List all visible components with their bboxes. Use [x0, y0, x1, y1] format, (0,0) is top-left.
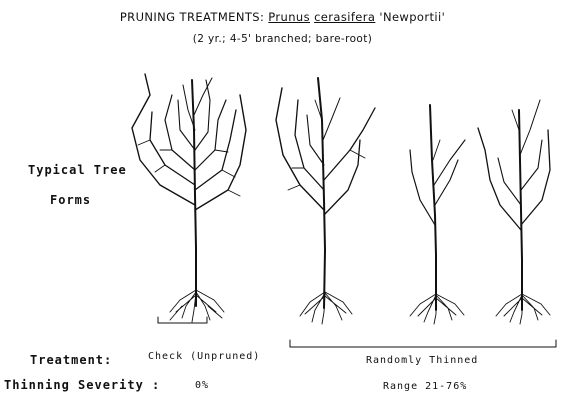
thinned-tree-3: [478, 100, 550, 324]
check-tree: [132, 74, 246, 322]
thinned-bracket: [290, 340, 556, 347]
thinned-tree-1: [276, 78, 375, 324]
thinned-tree-2: [410, 105, 465, 324]
